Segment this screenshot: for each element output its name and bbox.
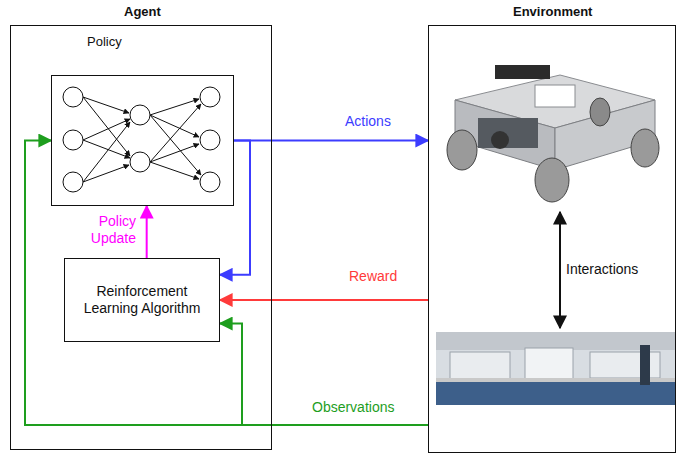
illustration-part (83, 140, 130, 158)
illustration-part (83, 122, 130, 182)
illustration-part (200, 87, 220, 107)
robot-illustration (447, 65, 659, 202)
connector (146, 206, 148, 258)
illustration-part (130, 152, 150, 172)
illustration-part (150, 99, 199, 115)
connector (25, 141, 428, 426)
illustration-part (150, 162, 199, 179)
policy-box: Policy (51, 75, 234, 206)
illustration-part (200, 172, 220, 192)
illustration-part (83, 119, 130, 140)
illustration-part (535, 85, 575, 107)
illustration-part (200, 130, 220, 150)
box-content: Reinforcement Learning Algorithm (65, 259, 219, 341)
illustration-part (631, 129, 659, 167)
algorithm-box: Reinforcement Learning Algorithm (64, 258, 220, 342)
connector (220, 324, 428, 425)
neural-network (63, 87, 220, 192)
illustration-part (63, 87, 83, 107)
lab-illustration (436, 332, 676, 405)
connector (220, 141, 250, 275)
illustration-part (495, 65, 550, 79)
illustration-part (640, 345, 650, 385)
edge-label: Policy Update (76, 213, 136, 247)
illustration-part (150, 115, 201, 175)
box-heading: Environment (513, 4, 592, 19)
illustration-part (478, 118, 538, 148)
environment-box: Environment (428, 25, 676, 453)
box-heading: Policy (87, 34, 122, 49)
connector (234, 140, 428, 142)
edge-label: Actions (345, 113, 391, 130)
illustration-part (83, 165, 129, 182)
illustration-part (63, 130, 83, 150)
illustration-part (63, 172, 83, 192)
illustration-part (535, 158, 569, 202)
box-heading: Agent (124, 4, 161, 19)
agent-box: AgentPolicyReinforcement Learning Algori… (10, 25, 272, 450)
box-text: Reinforcement Learning Algorithm (69, 283, 215, 317)
illustration-part (150, 104, 201, 162)
edge-label: Reward (349, 268, 397, 285)
illustration-part (130, 105, 150, 125)
interaction-label: Interactions (566, 261, 638, 278)
illustration-part (436, 332, 676, 405)
illustration-part (450, 352, 510, 380)
illustration-part (150, 144, 199, 162)
edge-label: Observations (312, 399, 394, 416)
interaction-arrow (559, 212, 561, 328)
illustration-part (83, 97, 130, 156)
illustration-part (590, 98, 610, 126)
illustration-part (491, 131, 509, 149)
illustration-part (447, 130, 477, 170)
connector (220, 299, 428, 301)
